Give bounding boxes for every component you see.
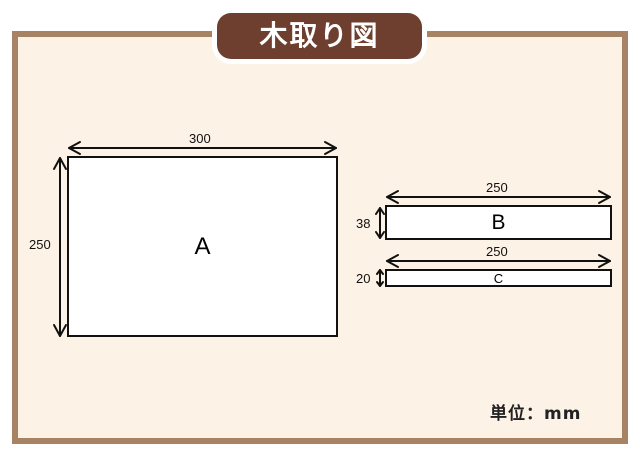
title-banner: 木取り図 xyxy=(217,13,422,59)
piece-b-label: B xyxy=(491,210,506,234)
piece-c-width-arrow-icon xyxy=(386,254,611,268)
piece-a-height-label: 250 xyxy=(29,237,51,252)
piece-b-width-label: 250 xyxy=(486,180,508,195)
piece-b-height-arrow-icon xyxy=(375,207,385,239)
piece-c-height-label: 20 xyxy=(356,271,371,286)
piece-c-width-label: 250 xyxy=(486,244,508,259)
piece-a: A xyxy=(67,156,338,337)
piece-a-height-arrow-icon xyxy=(53,157,67,337)
piece-a-label: A xyxy=(194,232,211,260)
piece-a-width-arrow-icon xyxy=(68,141,337,155)
piece-c: C xyxy=(385,269,612,287)
piece-b-height-label: 38 xyxy=(356,216,371,231)
piece-a-width-label: 300 xyxy=(189,131,211,146)
piece-c-label: C xyxy=(493,270,504,286)
unit-label: 単位：mm xyxy=(490,404,582,424)
piece-b-width-arrow-icon xyxy=(386,190,611,204)
piece-c-height-arrow-icon xyxy=(376,269,384,287)
piece-b: B xyxy=(385,205,612,240)
